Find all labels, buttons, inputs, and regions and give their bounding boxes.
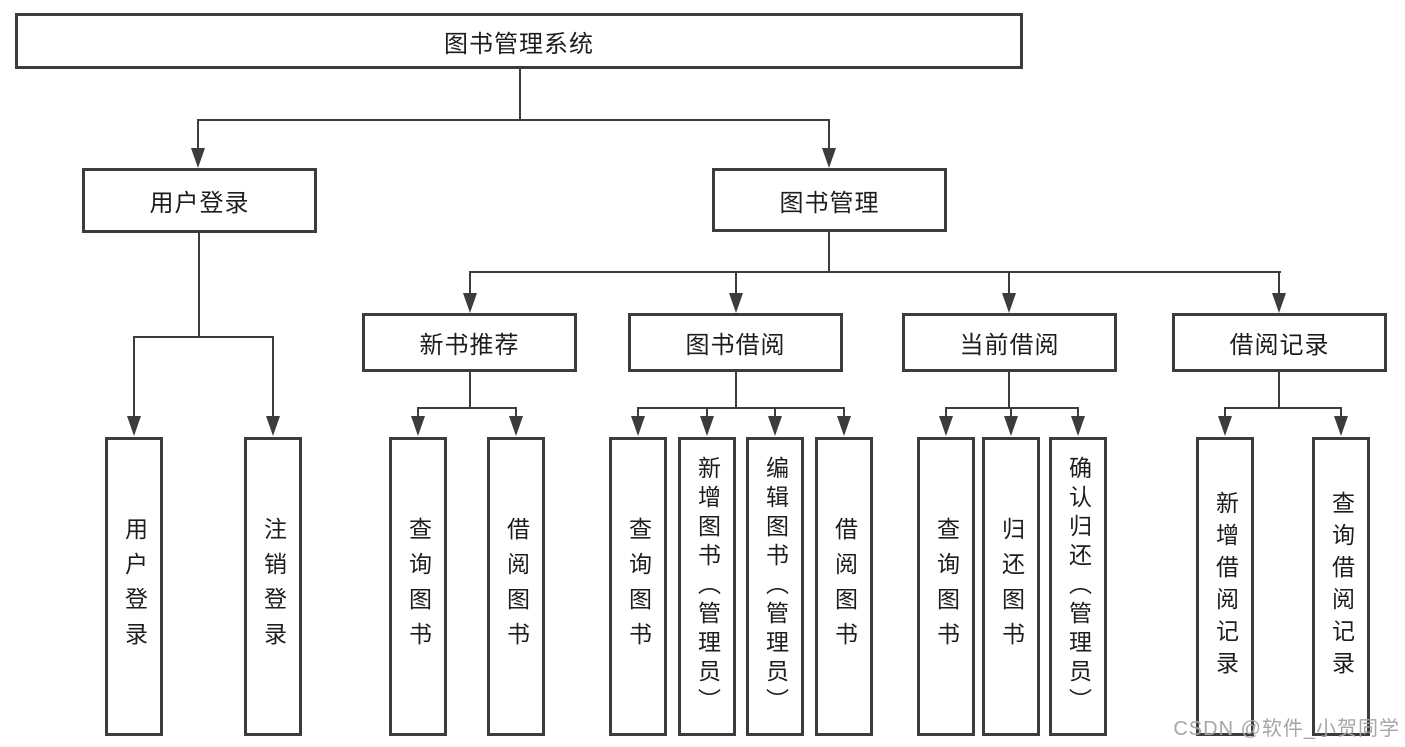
leaf-logout-label: 注销登录 [260,516,287,657]
leaf-add-borrow-record-label: 新增借阅记录 [1212,490,1239,683]
leaf-query-books-3: 查询图书 [917,437,975,736]
node-new-book-recommend: 新书推荐 [362,313,577,372]
leaf-user-login-label: 用户登录 [121,516,148,657]
leaf-edit-books-admin-label: 编辑图书（管理员） [762,456,789,717]
connector-lines [133,69,1342,418]
leaf-query-books-2-label: 查询图书 [625,516,652,657]
node-current-borrow: 当前借阅 [902,313,1117,372]
leaf-query-books-2: 查询图书 [609,437,667,736]
node-current-borrow-label: 当前借阅 [959,332,1060,359]
leaf-query-borrow-record-label: 查询借阅记录 [1328,490,1355,683]
leaf-borrow-books-1-label: 借阅图书 [503,516,530,657]
node-borrow-records: 借阅记录 [1172,313,1387,372]
leaf-confirm-return-admin-label: 确认归还（管理员） [1065,456,1092,717]
leaf-logout: 注销登录 [244,437,302,736]
node-user-login-label: 用户登录 [149,190,250,217]
leaf-add-borrow-record: 新增借阅记录 [1196,437,1254,736]
node-root: 图书管理系统 [15,13,1023,69]
leaf-return-books-label: 归还图书 [998,516,1025,657]
leaf-add-books-admin: 新增图书（管理员） [678,437,736,736]
node-root-label: 图书管理系统 [444,30,594,58]
leaf-query-books-3-label: 查询图书 [933,516,960,657]
leaf-confirm-return-admin: 确认归还（管理员） [1049,437,1107,736]
leaf-query-books-1-label: 查询图书 [405,516,432,657]
node-new-book-recommend-label: 新书推荐 [419,332,520,359]
leaf-borrow-books-2-label: 借阅图书 [831,516,858,657]
leaf-borrow-books-1: 借阅图书 [487,437,545,736]
leaf-edit-books-admin: 编辑图书（管理员） [746,437,804,736]
node-book-management: 图书管理 [712,168,947,232]
leaf-borrow-books-2: 借阅图书 [815,437,873,736]
leaf-add-books-admin-label: 新增图书（管理员） [694,456,721,717]
leaf-query-borrow-record: 查询借阅记录 [1312,437,1370,736]
leaf-user-login: 用户登录 [105,437,163,736]
leaf-query-books-1: 查询图书 [389,437,447,736]
node-user-login: 用户登录 [82,168,317,233]
leaf-return-books: 归还图书 [982,437,1040,736]
csdn-watermark: CSDN @软件_小贺同学 [1173,718,1400,740]
node-book-borrow-label: 图书借阅 [685,332,786,359]
node-book-management-label: 图书管理 [779,189,880,217]
node-book-borrow: 图书借阅 [628,313,843,372]
node-borrow-records-label: 借阅记录 [1229,332,1330,359]
